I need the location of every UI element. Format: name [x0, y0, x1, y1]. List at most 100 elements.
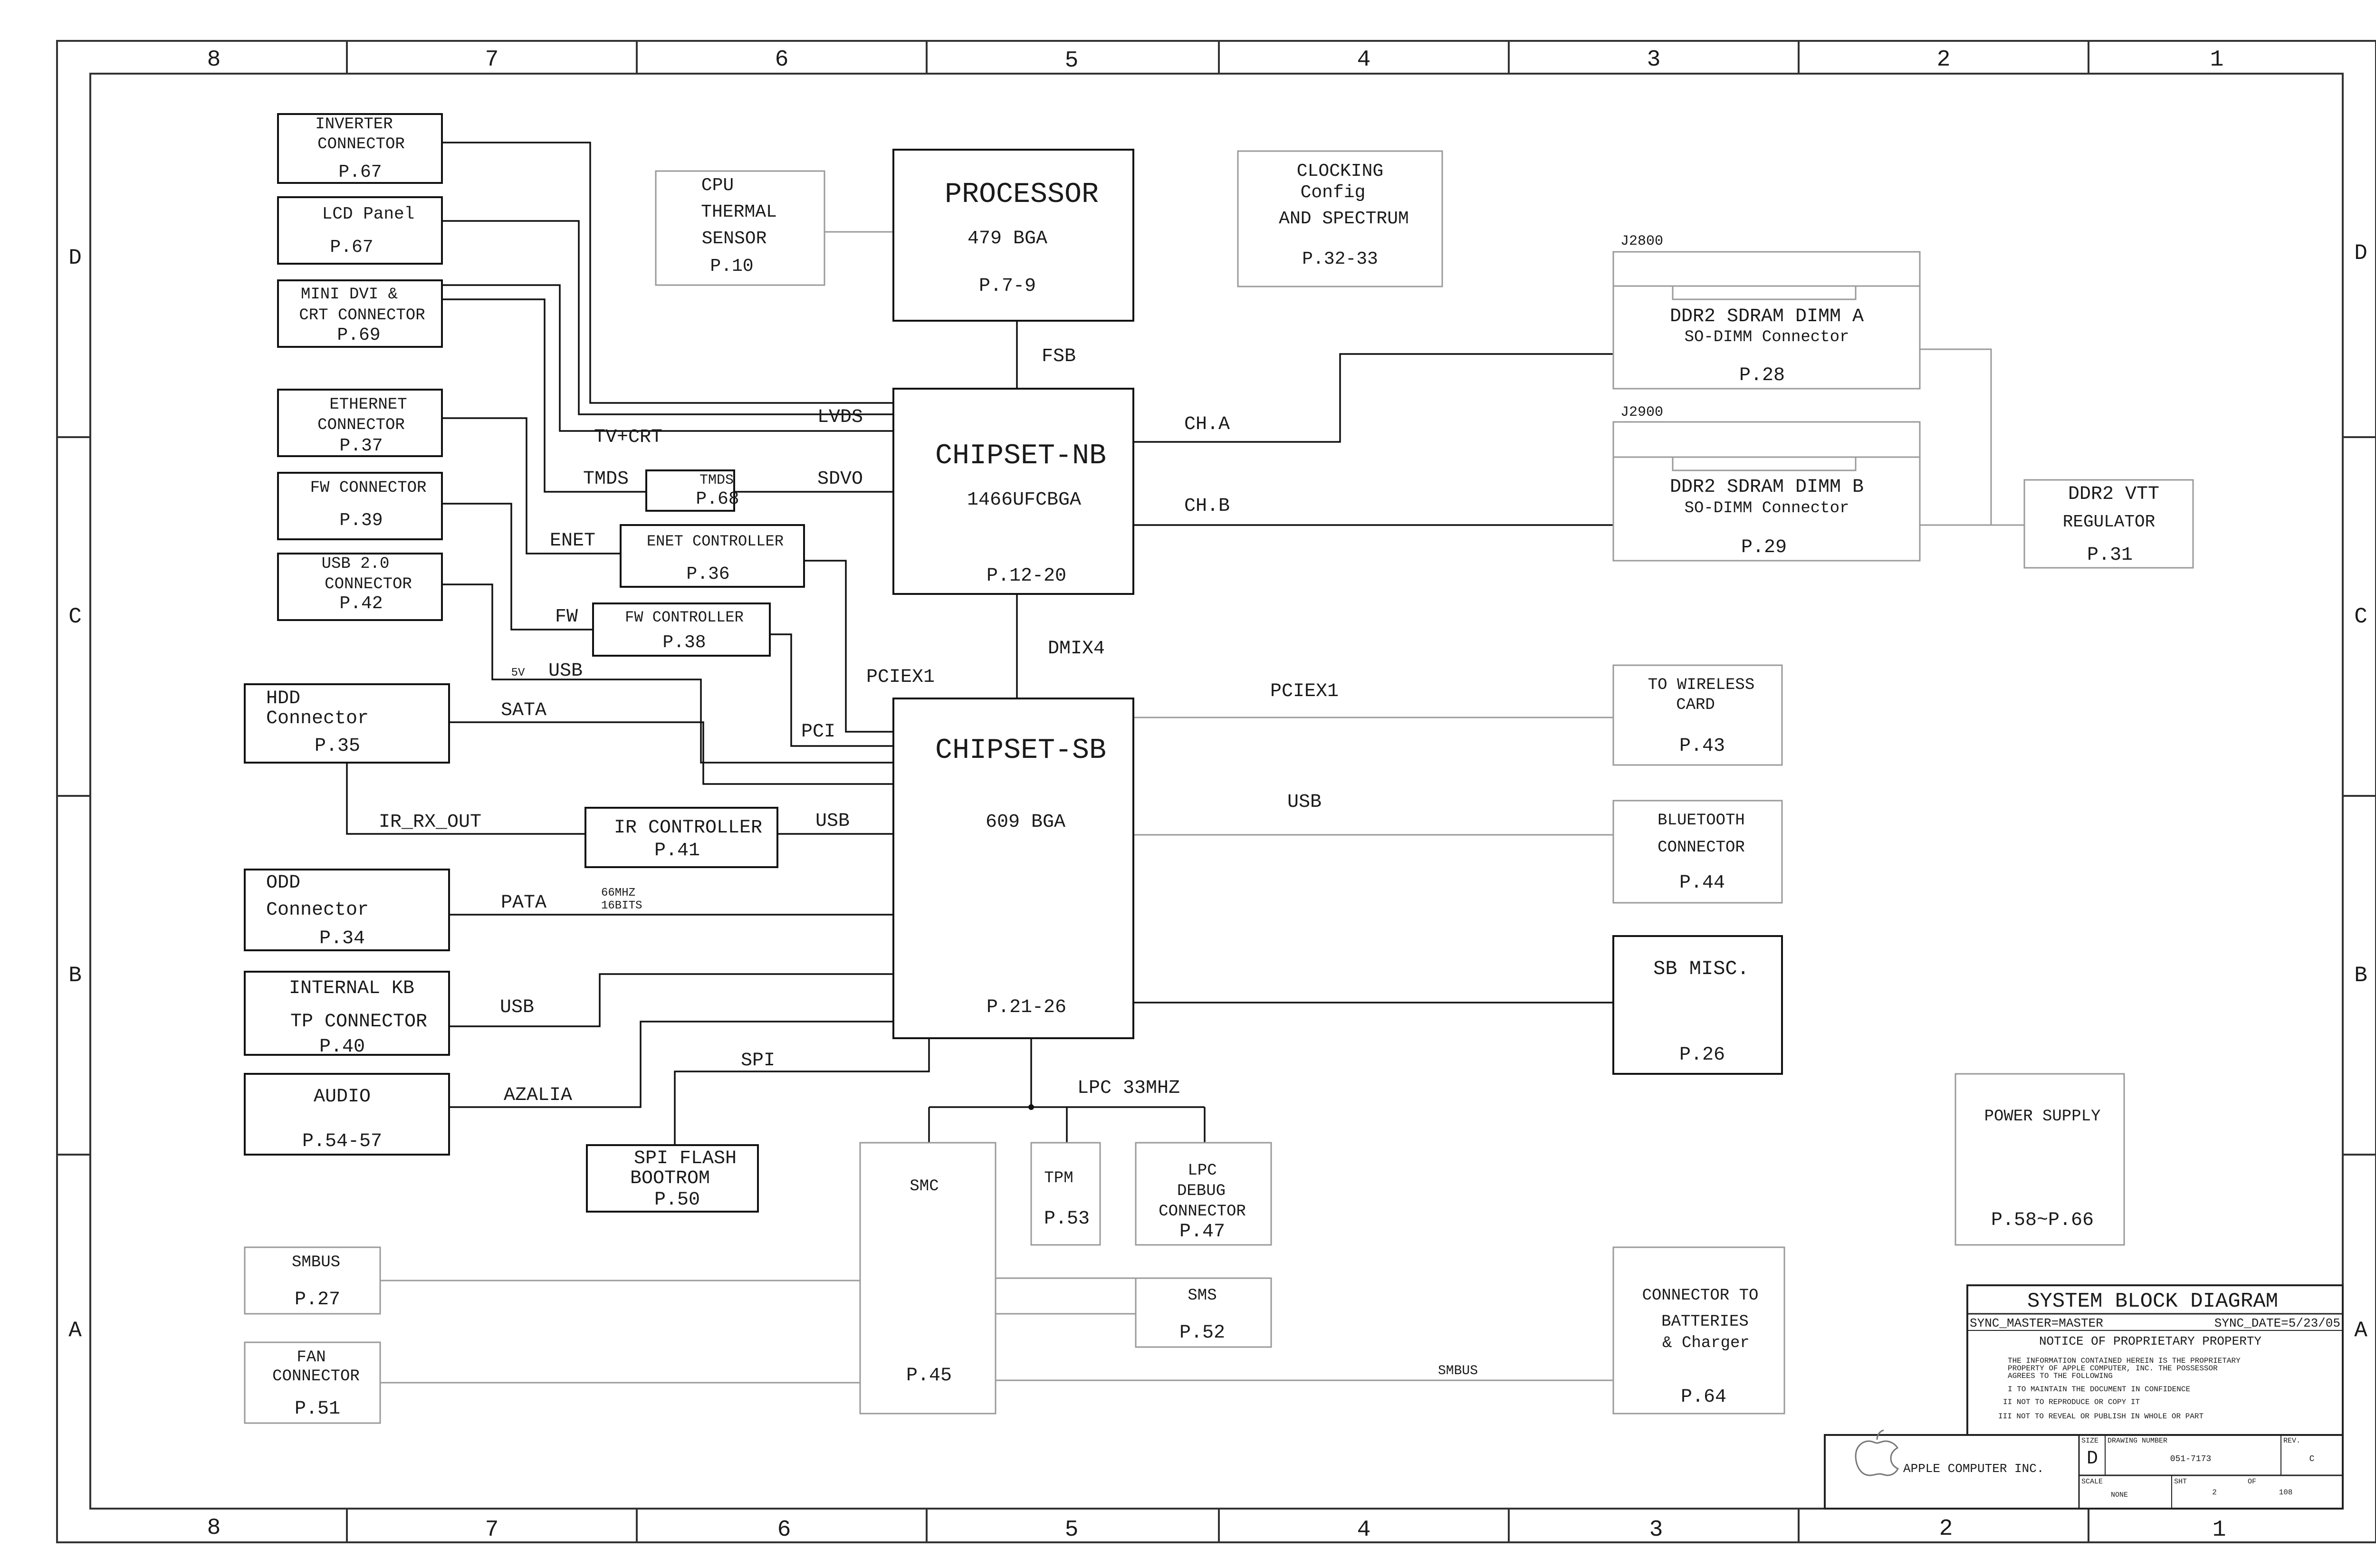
block-label: SENSOR	[702, 229, 767, 249]
sb-misc-block: SB MISC. P.26	[1612, 935, 1783, 1075]
block-label: TMDS	[699, 472, 734, 488]
block-page: P.29	[1741, 537, 1787, 558]
chipset-nb-block: CHIPSET-NB 1466UFCBGA P.12-20	[892, 388, 1134, 595]
block-label: BOOTROM	[630, 1168, 710, 1189]
block-page: P.31	[2087, 545, 2133, 566]
revision: C	[2309, 1454, 2315, 1464]
row-label: A	[2354, 1318, 2367, 1343]
sync-date: SYNC_DATE=5/23/05	[2214, 1316, 2340, 1330]
signal-labels: FSB LVDS TV+CRT TMDS SDVO ENET FW 5V USB…	[379, 346, 1478, 1378]
block-page: P.42	[339, 593, 383, 614]
apple-logo-icon	[1855, 1429, 1899, 1476]
smc-block: SMC P.45	[859, 1142, 996, 1415]
block-label: CONNECTOR	[317, 416, 405, 434]
block-page: P.69	[337, 325, 380, 345]
block-page: P.51	[295, 1398, 340, 1420]
chipset-sb-page: P.21-26	[987, 997, 1066, 1018]
signal-label: FW	[555, 606, 578, 628]
block-label: CRT CONNECTOR	[299, 306, 425, 325]
block-label: Config	[1301, 182, 1366, 203]
block-page: P.52	[1179, 1322, 1225, 1344]
tmds-block: TMDS P.68	[645, 469, 739, 512]
block-label: & Charger	[1662, 1334, 1750, 1352]
processor-block: PROCESSOR 479 BGA P.7-9	[892, 149, 1134, 322]
block-label: CARD	[1676, 696, 1715, 714]
block-page: P.43	[1679, 736, 1725, 757]
block-label: Connector	[266, 708, 369, 729]
chipset-sb-title: CHIPSET-SB	[935, 735, 1106, 767]
sheet-label: SHT	[2174, 1478, 2187, 1486]
block-label: SO-DIMM Connector	[1685, 328, 1849, 346]
processor-page: P.7-9	[979, 276, 1036, 297]
drawing-number-label: DRAWING NUMBER	[2108, 1437, 2167, 1445]
power-supply-block: POWER SUPPLY P.58~P.66	[1954, 1073, 2125, 1246]
block-label: INTERNAL KB	[289, 978, 414, 999]
block-label: ETHERNET	[329, 396, 407, 414]
block-label: CPU	[701, 175, 734, 196]
ethernet-connector-block: ETHERNET CONNECTOR P.37	[277, 389, 443, 457]
block-label: CONNECTOR TO	[1642, 1287, 1759, 1305]
company-name: APPLE COMPUTER INC.	[1903, 1462, 2044, 1476]
mini-dvi-crt-block: MINI DVI & CRT CONNECTOR P.69	[277, 279, 443, 348]
signal-label: USB	[815, 811, 850, 832]
col-label: 1	[2210, 47, 2224, 73]
lpc-debug-connector-block: LPC DEBUG CONNECTOR P.47	[1135, 1142, 1272, 1246]
row-label: C	[68, 604, 82, 629]
connection-lines	[346, 142, 1613, 1145]
sync-master: SYNC_MASTER=MASTER	[1970, 1316, 2103, 1330]
fan-connector-block: FAN CONNECTOR P.51	[244, 1341, 381, 1424]
signal-label: USB	[548, 660, 583, 682]
signal-label: IR_RX_OUT	[379, 812, 481, 833]
connector-ref: J2800	[1620, 233, 1663, 249]
signal-label: PATA	[501, 892, 546, 914]
outer-frame	[56, 40, 2376, 1543]
col-label: 6	[777, 1517, 791, 1543]
block-page: P.54-57	[302, 1131, 382, 1152]
notice-line: I TO MAINTAIN THE DOCUMENT IN CONFIDENCE	[2008, 1385, 2190, 1394]
block-label: DEBUG	[1177, 1182, 1226, 1200]
bluetooth-connector-block: BLUETOOTH CONNECTOR P.44	[1612, 800, 1783, 904]
signal-label: TV+CRT	[594, 427, 662, 448]
dimm-a-block: J2800 DDR2 SDRAM DIMM A SO-DIMM Connecto…	[1612, 233, 1921, 390]
block-label: THERMAL	[701, 202, 777, 222]
signal-label: TMDS	[583, 468, 629, 490]
inverter-connector-block: INVERTER CONNECTOR P.67	[277, 113, 443, 184]
block-page: P.44	[1679, 872, 1725, 894]
column-labels-top: 8 7 6 5 4 3 2 1	[207, 47, 2224, 74]
chipset-nb-title: CHIPSET-NB	[935, 440, 1106, 472]
batteries-charger-block: CONNECTOR TO BATTERIES & Charger P.64	[1612, 1246, 1785, 1415]
size-label: SIZE	[2081, 1437, 2098, 1445]
rev-label: REV.	[2283, 1437, 2300, 1445]
col-label: 8	[207, 1515, 221, 1541]
block-label: TP CONNECTOR	[290, 1011, 427, 1033]
signal-label: 66MHZ	[601, 887, 635, 899]
block-label: TPM	[1044, 1169, 1073, 1187]
block-label: REGULATOR	[2063, 512, 2155, 532]
block-label: DDR2 SDRAM DIMM B	[1670, 477, 1864, 498]
lcd-panel-block: LCD Panel P.67	[277, 196, 443, 265]
block-page: P.64	[1681, 1386, 1726, 1408]
col-label: 1	[2213, 1517, 2226, 1543]
sheet-title: SYSTEM BLOCK DIAGRAM	[2027, 1290, 2278, 1313]
signal-label: DMIX4	[1048, 638, 1105, 660]
fw-controller-block: FW CONTROLLER P.38	[592, 602, 771, 657]
block-page: P.37	[339, 436, 383, 456]
sms-block: SMS P.52	[1135, 1277, 1272, 1348]
signal-label: CH.A	[1184, 414, 1230, 435]
scale-label: SCALE	[2081, 1478, 2103, 1486]
sheet-total: 108	[2279, 1488, 2293, 1497]
block-label: MINI DVI &	[301, 286, 398, 304]
signal-label: LPC 33MHZ	[1077, 1078, 1180, 1099]
signal-label: PCI	[801, 721, 835, 743]
notice-title: NOTICE OF PROPRIETARY PROPERTY	[2039, 1334, 2261, 1348]
block-label: AUDIO	[314, 1086, 371, 1108]
block-label: FW CONNECTOR	[310, 479, 427, 497]
signal-label: AZALIA	[504, 1085, 572, 1106]
block-label: SPI FLASH	[634, 1148, 737, 1169]
ddr2-vtt-regulator-block: DDR2 VTT REGULATOR P.31	[2023, 479, 2194, 569]
row-label: A	[68, 1318, 82, 1343]
block-page: P.58~P.66	[1991, 1210, 2094, 1231]
block-page: P.26	[1679, 1044, 1725, 1066]
processor-package: 479 BGA	[968, 228, 1047, 249]
block-page: P.53	[1044, 1208, 1090, 1230]
